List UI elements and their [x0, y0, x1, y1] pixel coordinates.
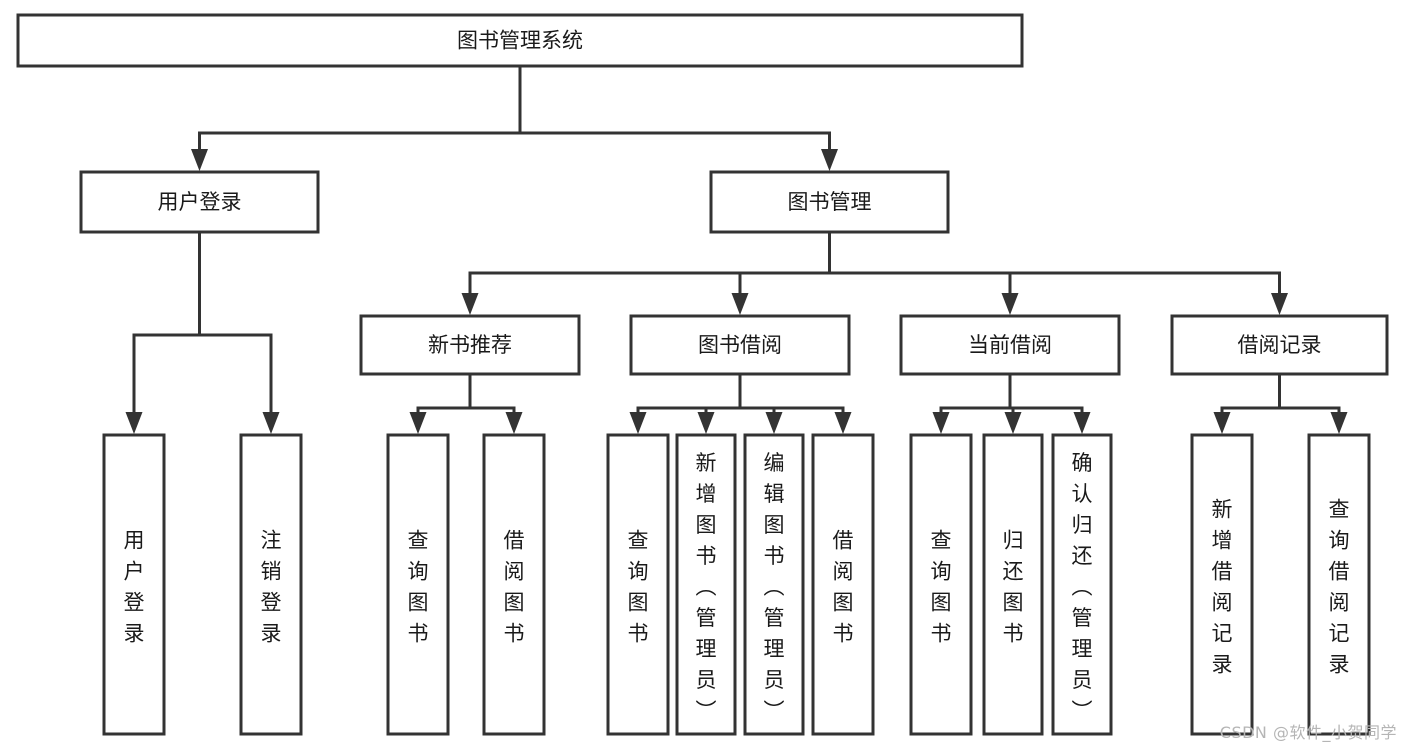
node-box[interactable] — [1307, 433, 1371, 736]
node-user-login[interactable]: 用户登录 — [79, 170, 320, 234]
node-box[interactable] — [1190, 433, 1254, 736]
node-label: 编辑图书︵管理员︶ — [764, 451, 785, 723]
arrow-head-icon — [1330, 412, 1348, 434]
node-label: 新增借阅记录 — [1212, 497, 1233, 676]
arrow-head-icon — [409, 412, 427, 434]
node-cur-confirm-return[interactable]: 确认归还︵管理员︶ — [1051, 433, 1113, 736]
node-cur-query-book[interactable]: 查询图书 — [909, 433, 973, 736]
arrow-head-icon — [1001, 293, 1019, 315]
node-label: 确认归还︵管理员︶ — [1072, 451, 1093, 723]
node-box[interactable] — [909, 433, 973, 736]
node-layer: 图书管理系统用户登录图书管理用户登录注销登录新书推荐图书借阅当前借阅借阅记录查询… — [16, 13, 1389, 736]
node-label: 图书借阅 — [698, 333, 782, 357]
arrow-head-icon — [1004, 412, 1022, 434]
node-label: 图书管理 — [788, 190, 872, 214]
arrow-head-icon — [765, 412, 783, 434]
node-box[interactable] — [606, 433, 670, 736]
node-box[interactable] — [239, 433, 303, 736]
node-label: 查询图书 — [931, 528, 952, 645]
node-label: 归还图书 — [1003, 528, 1024, 645]
node-leaf-user-login[interactable]: 用户登录 — [102, 433, 166, 736]
node-borrow-add-book[interactable]: 新增图书︵管理员︶ — [675, 433, 737, 736]
node-box[interactable] — [16, 13, 1024, 68]
node-book-manage[interactable]: 图书管理 — [709, 170, 950, 234]
node-box[interactable] — [359, 314, 581, 376]
node-label: 查询图书 — [408, 528, 429, 645]
node-label: 注销登录 — [261, 528, 282, 645]
arrow-head-icon — [697, 412, 715, 434]
node-box[interactable] — [1170, 314, 1389, 376]
node-label: 用户登录 — [158, 190, 242, 214]
node-rec-borrow-book[interactable]: 借阅图书 — [482, 433, 546, 736]
arrow-head-icon — [821, 149, 838, 171]
node-label: 新书推荐 — [428, 333, 512, 357]
node-box[interactable] — [709, 170, 950, 234]
node-box[interactable] — [102, 433, 166, 736]
node-label: 新增图书︵管理员︶ — [696, 451, 717, 723]
node-borrow-record[interactable]: 借阅记录 — [1170, 314, 1389, 376]
node-box[interactable] — [386, 433, 450, 736]
node-label: 借阅图书 — [833, 528, 854, 645]
arrow-head-icon — [191, 149, 208, 171]
arrow-head-icon — [125, 412, 143, 434]
arrow-head-icon — [1271, 293, 1288, 315]
node-box[interactable] — [482, 433, 546, 736]
node-cur-return-book[interactable]: 归还图书 — [982, 433, 1044, 736]
node-label: 查询图书 — [628, 528, 649, 645]
node-rec-query-book[interactable]: 查询图书 — [386, 433, 450, 736]
node-box[interactable] — [899, 314, 1121, 376]
node-current-borrow[interactable]: 当前借阅 — [899, 314, 1121, 376]
node-borrow-query-book[interactable]: 查询图书 — [606, 433, 670, 736]
node-box[interactable] — [982, 433, 1044, 736]
node-leaf-logout[interactable]: 注销登录 — [239, 433, 303, 736]
arrow-head-icon — [505, 412, 523, 434]
node-rec-query-record[interactable]: 查询借阅记录 — [1307, 433, 1371, 736]
node-box[interactable] — [79, 170, 320, 234]
node-box[interactable] — [1051, 433, 1113, 736]
arrow-head-icon — [731, 293, 749, 315]
node-new-book-rec[interactable]: 新书推荐 — [359, 314, 581, 376]
node-label: 用户登录 — [124, 528, 145, 645]
watermark-text: CSDN @软件_小贺同学 — [1219, 723, 1397, 742]
arrow-head-icon — [262, 412, 280, 434]
arrow-head-icon — [461, 293, 479, 315]
connector-layer — [125, 64, 1348, 434]
arrow-head-icon — [1213, 412, 1231, 434]
arrow-head-icon — [1073, 412, 1091, 434]
node-label: 查询借阅记录 — [1329, 497, 1350, 676]
arrow-head-icon — [629, 412, 647, 434]
node-label: 借阅图书 — [504, 528, 525, 645]
arrow-head-icon — [932, 412, 950, 434]
node-box[interactable] — [811, 433, 875, 736]
node-borrow-borrow-book[interactable]: 借阅图书 — [811, 433, 875, 736]
node-box[interactable] — [675, 433, 737, 736]
node-borrow-edit-book[interactable]: 编辑图书︵管理员︶ — [743, 433, 805, 736]
node-label: 图书管理系统 — [457, 29, 583, 53]
node-box[interactable] — [629, 314, 851, 376]
arrow-head-icon — [834, 412, 852, 434]
node-root[interactable]: 图书管理系统 — [16, 13, 1024, 68]
node-box[interactable] — [743, 433, 805, 736]
node-label: 当前借阅 — [968, 333, 1052, 357]
node-label: 借阅记录 — [1238, 333, 1322, 357]
node-book-borrow[interactable]: 图书借阅 — [629, 314, 851, 376]
node-rec-add-record[interactable]: 新增借阅记录 — [1190, 433, 1254, 736]
